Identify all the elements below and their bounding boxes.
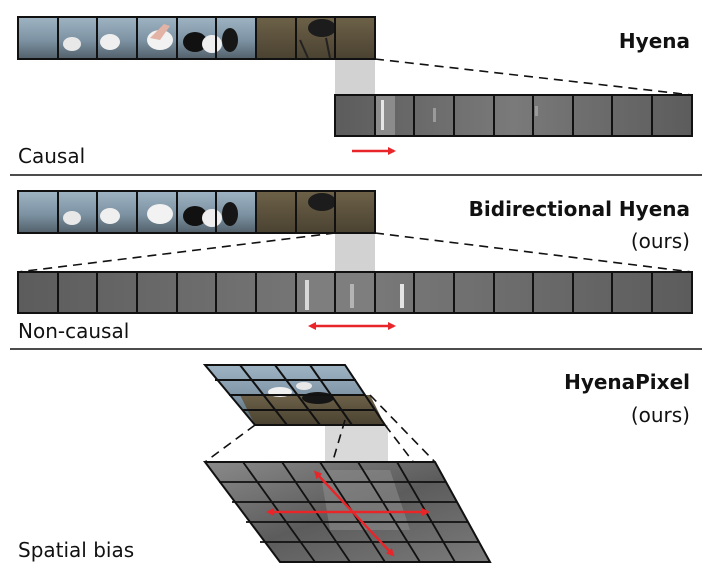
filter-strip [334,94,693,137]
input-image-strip [17,16,376,60]
panel-subtitle-bidirectional: (ours) [630,229,690,253]
panel-subtitle-hyenapixel: (ours) [630,403,690,427]
attention-highlight [335,233,375,273]
panel-title-hyenapixel: HyenaPixel [564,370,690,394]
bidirectional-hyena-panel [17,190,693,330]
panel-title-bidirectional-hyena: Bidirectional Hyena [468,197,690,221]
filter-strip [17,271,693,314]
input-image-grid [202,364,387,426]
spatial-arrows [266,470,430,557]
input-image-strip [17,190,376,234]
mode-label-non-causal: Non-causal [18,319,130,343]
hyena-panel [17,16,693,155]
mode-label-causal: Causal [18,144,86,168]
hyenapixel-panel [202,364,492,563]
panel-title-hyena: Hyena [618,29,690,53]
mode-label-spatial-bias: Spatial bias [18,538,135,562]
